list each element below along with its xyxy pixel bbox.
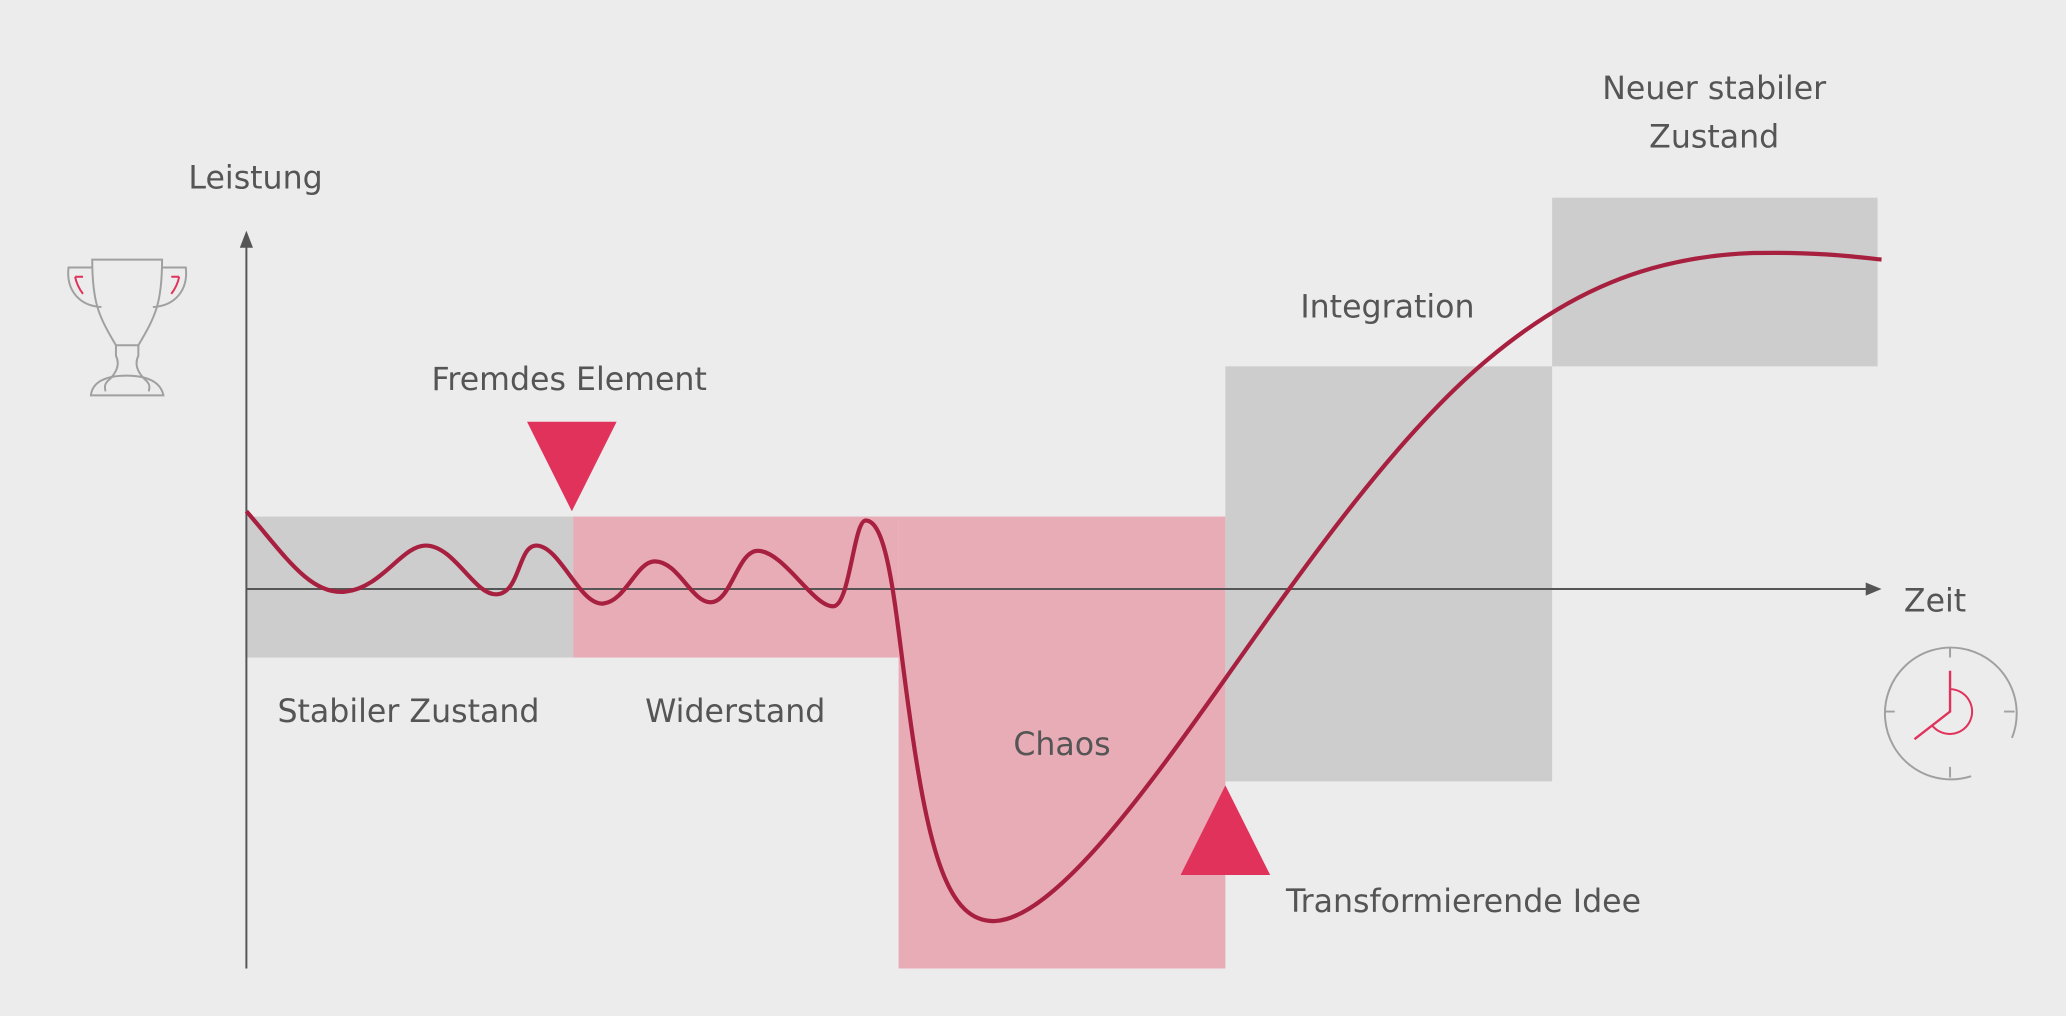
foreign-element-marker — [527, 421, 617, 512]
phase-label-integration: Integration — [1300, 290, 1474, 326]
y-axis-label: Leistung — [188, 160, 322, 196]
phase-label-stable: Stabiler Zustand — [277, 694, 539, 730]
phase-label-chaos: Chaos — [1013, 727, 1110, 763]
x-axis — [246, 582, 1882, 596]
y-axis — [239, 230, 253, 969]
x-axis-label: Zeit — [1904, 583, 1966, 619]
phase-label-new-stable-line2: Zustand — [1649, 120, 1779, 156]
phase-label-new-stable-line1: Neuer stabiler — [1602, 71, 1826, 107]
trophy-icon — [67, 258, 188, 397]
clock-icon — [1884, 646, 2018, 781]
transforming-idea-label: Transformierende Idee — [1285, 884, 1641, 920]
phase-label-resistance: Widerstand — [645, 694, 825, 730]
zone-integration — [1225, 366, 1553, 782]
zone-resistance — [573, 516, 899, 658]
transforming-idea-marker — [1180, 785, 1271, 875]
zone-stable — [246, 516, 574, 658]
performance-curve — [244, 250, 1882, 924]
zone-new-stable — [1552, 197, 1878, 367]
foreign-element-label: Fremdes Element — [432, 362, 707, 398]
